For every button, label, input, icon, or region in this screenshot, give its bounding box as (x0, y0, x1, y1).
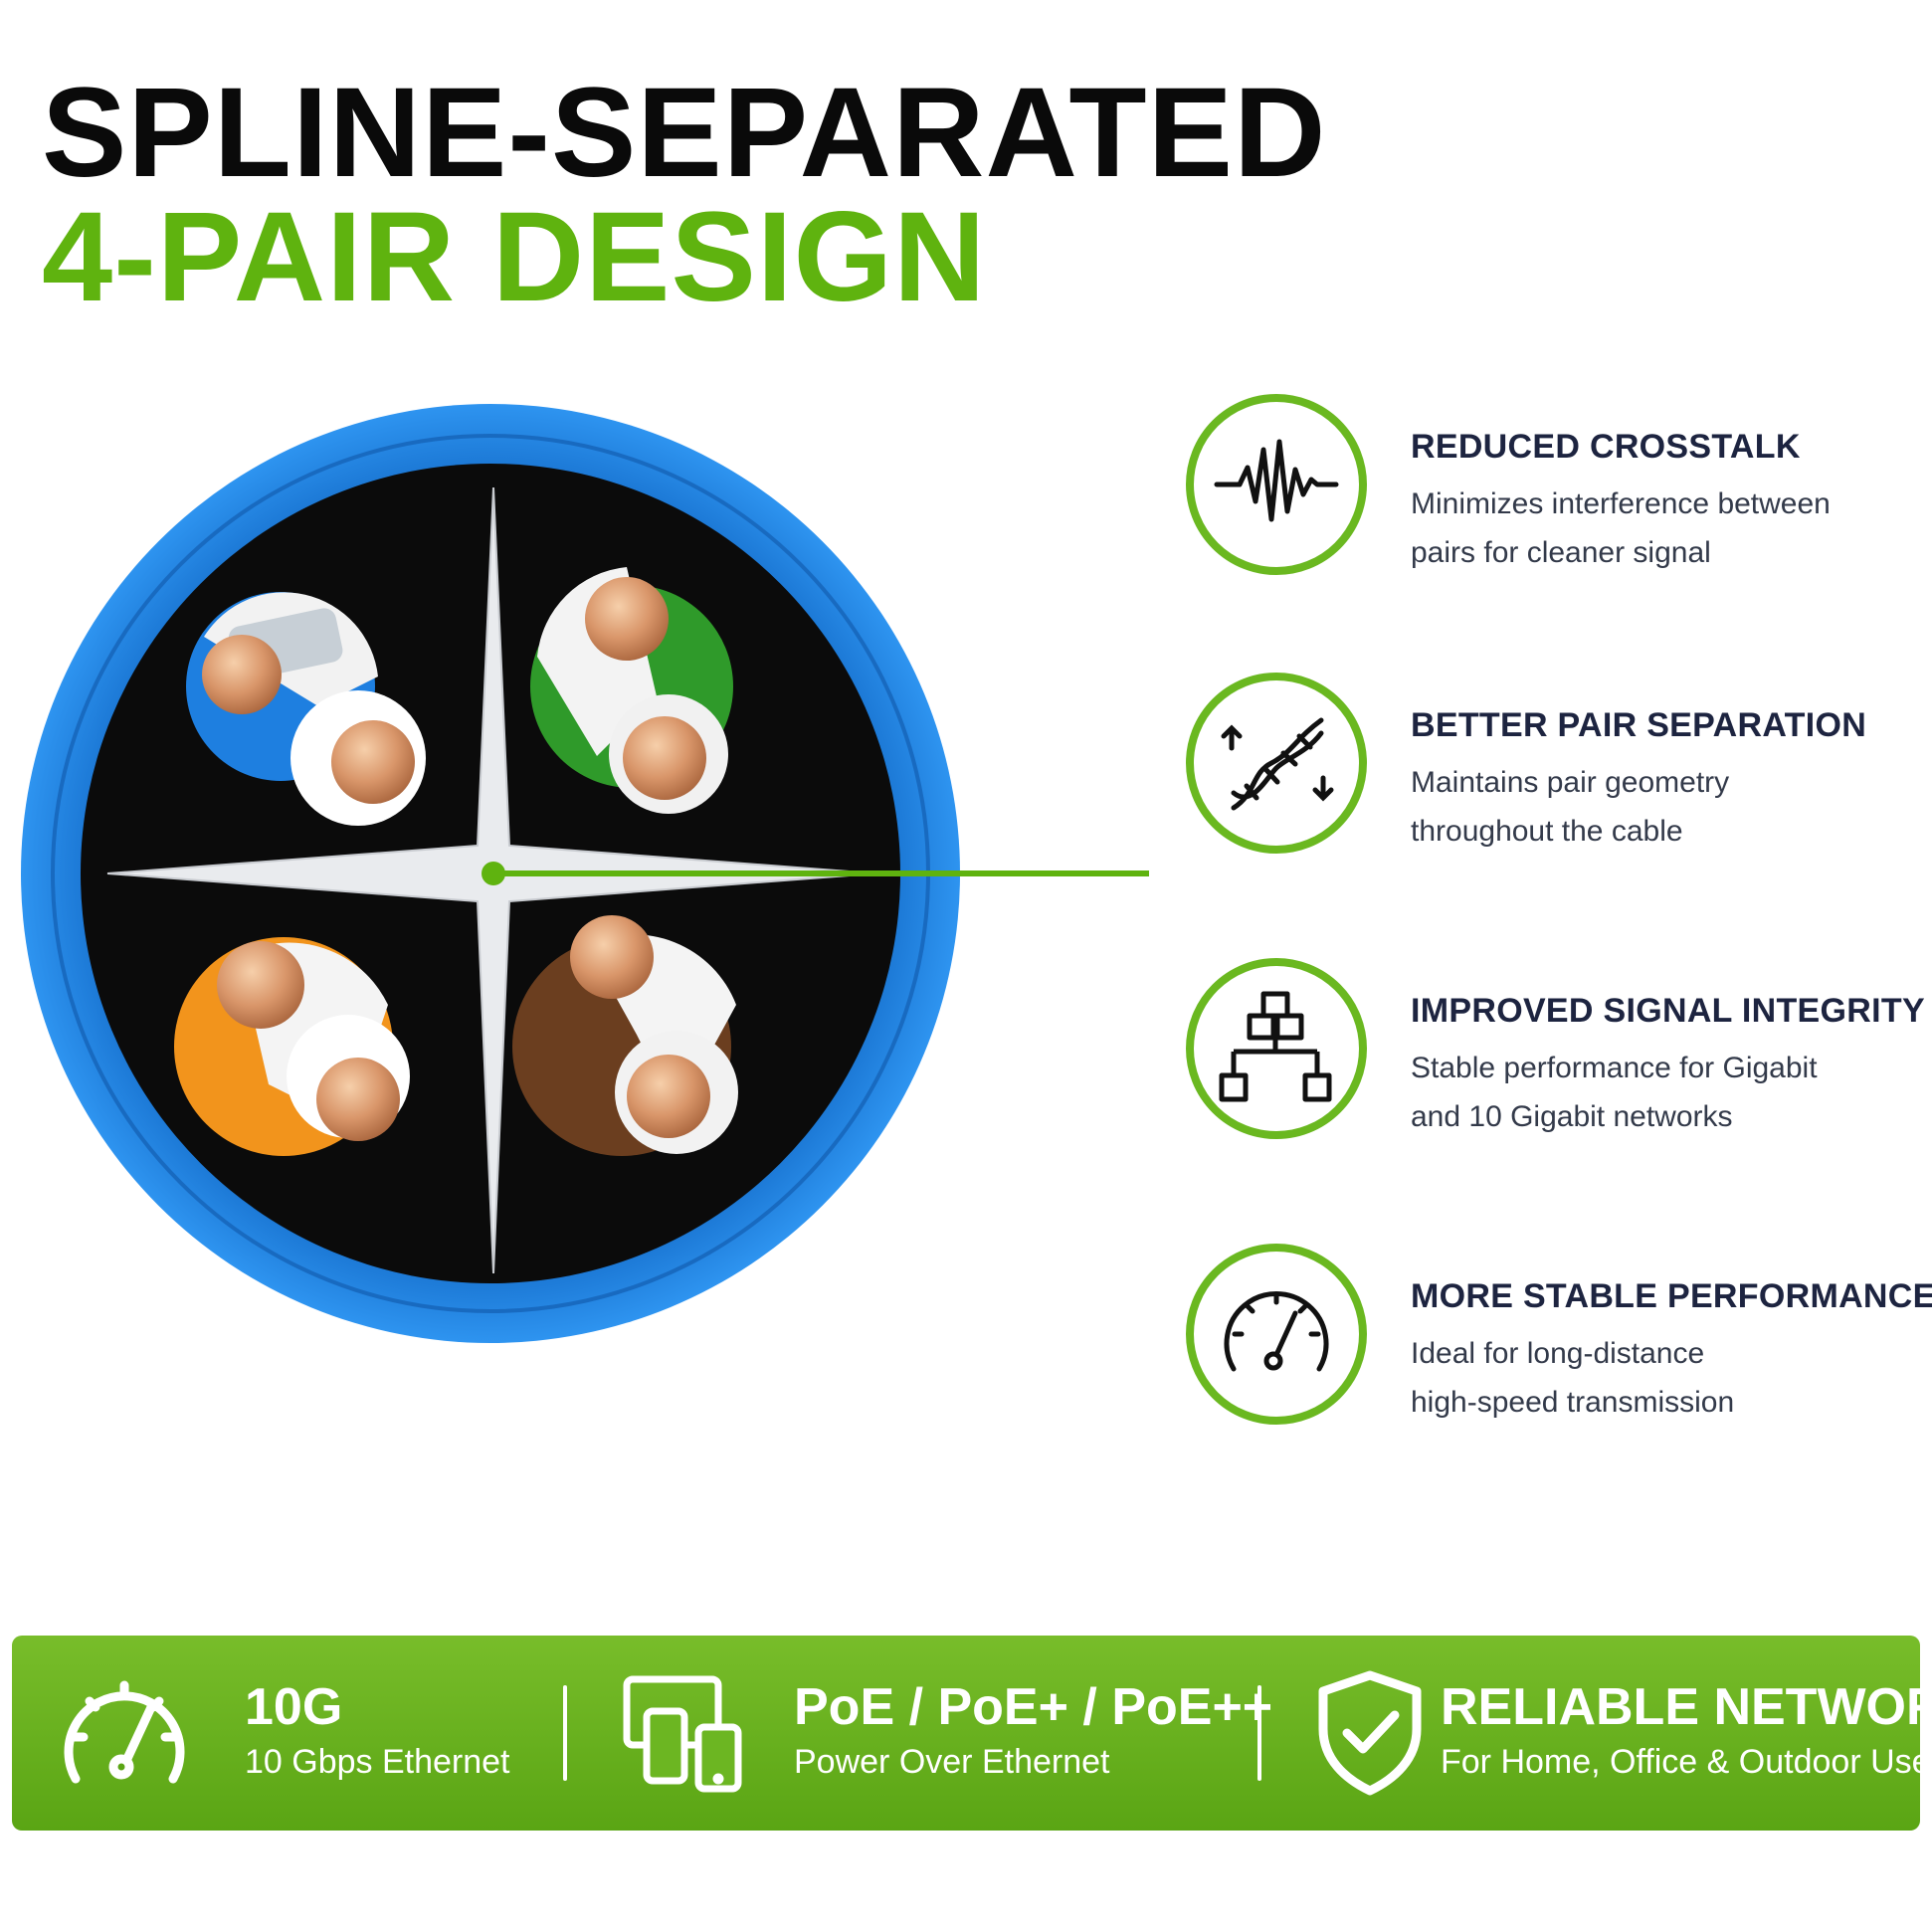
twisted-pair-icon (1221, 717, 1334, 811)
bottom-spec-bar: 10G 10 Gbps Ethernet PoE / PoE+ / PoE++ … (12, 1636, 1932, 1831)
headline-line-1: SPLINE-SEPARATED (42, 62, 1327, 204)
green-pair (530, 567, 733, 814)
waveform-icon (1214, 439, 1339, 522)
speedometer-icon (1224, 1290, 1329, 1372)
spec-subtitle: Power Over Ethernet (794, 1743, 1110, 1781)
feature-improved-signal-integrity: IMPROVED SIGNAL INTEGRITY Stable perform… (1186, 958, 1925, 1157)
spec-title: PoE / PoE+ / PoE++ (794, 1678, 1273, 1736)
feature-icon-ring (1186, 394, 1367, 575)
headline-line-2: 4-PAIR DESIGN (42, 186, 987, 328)
divider (563, 1685, 567, 1781)
feature-more-stable-performance: MORE STABLE PERFORMANCE Ideal for long-d… (1186, 1244, 1932, 1443)
devices-icon (623, 1675, 742, 1793)
orange-pair (174, 937, 410, 1156)
feature-title: REDUCED CROSSTALK (1411, 428, 1801, 466)
spec-subtitle: 10 Gbps Ethernet (245, 1743, 510, 1781)
feature-title: MORE STABLE PERFORMANCE (1411, 1277, 1932, 1315)
network-tree-icon (1219, 991, 1332, 1102)
divider (1257, 1685, 1261, 1781)
speedometer-icon (64, 1680, 185, 1784)
pointer-dot (482, 862, 505, 885)
spec-subtitle: For Home, Office & Outdoor Use (1441, 1743, 1931, 1781)
feature-reduced-crosstalk: REDUCED CROSSTALK Minimizes interference… (1186, 394, 1922, 593)
feature-title: IMPROVED SIGNAL INTEGRITY (1411, 992, 1925, 1030)
feature-better-pair-separation: BETTER PAIR SEPARATION Maintains pair ge… (1186, 673, 1922, 871)
spec-title: 10G (245, 1678, 343, 1736)
feature-icon-ring (1186, 1244, 1367, 1425)
brown-pair (512, 915, 738, 1156)
spec-title: RELIABLE NETWORK (1441, 1678, 1932, 1736)
shield-check-icon (1318, 1670, 1422, 1796)
feature-icon-ring (1186, 673, 1367, 854)
feature-icon-ring (1186, 958, 1367, 1139)
feature-title: BETTER PAIR SEPARATION (1411, 706, 1867, 744)
cable-cross-section-illustration (21, 404, 1149, 1343)
blue-pair (186, 592, 426, 826)
